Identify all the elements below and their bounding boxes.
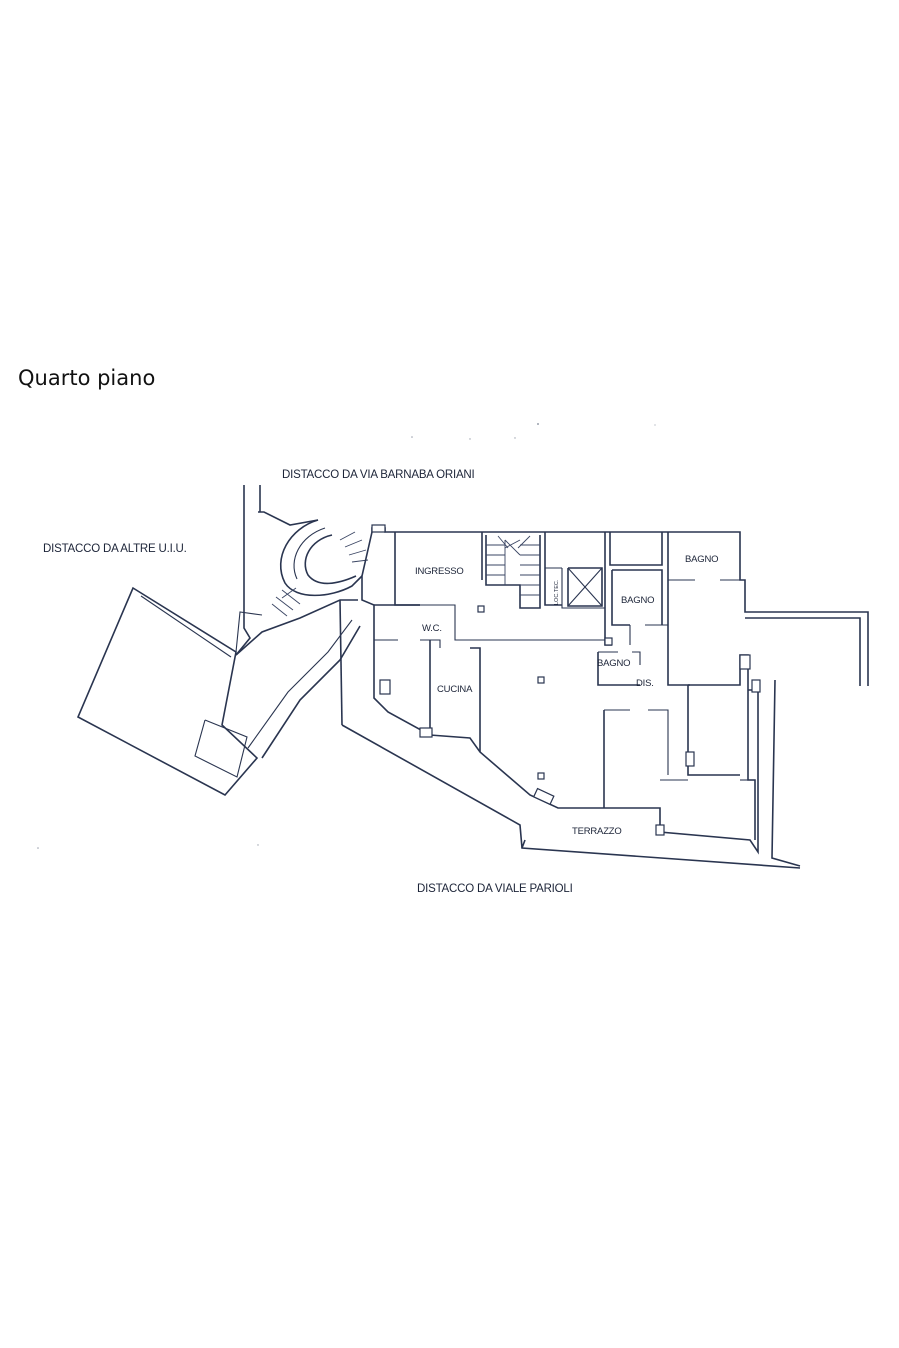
room-label-terrazzo: TERRAZZO [572,826,622,837]
room-label-dis: DIS. [636,678,654,689]
room-label-bagno-small: BAGNO [597,658,630,669]
spiral-stair [271,519,369,617]
room-markers [477,605,545,780]
page-title: Quarto piano [18,366,156,390]
west-wing [76,586,263,797]
edge-label-south: DISTACCO DA VIALE PARIOLI [417,883,573,895]
room-label-loc-tec: LOC.TEC. [554,579,560,605]
room-label-wc: W.C. [422,623,442,634]
edge-label-west: DISTACCO DA ALTRE U.I.U. [43,543,187,555]
room-label-ingresso: INGRESSO [415,566,464,577]
pillars [371,524,761,836]
room-labels: INGRESSO LOC.TEC. BAGNO BAGNO BAGNO W.C.… [415,554,719,837]
edge-labels: DISTACCO DA VIA BARNABA ORIANI DISTACCO … [43,469,573,895]
scan-specks [37,423,656,849]
room-label-bagno-east: BAGNO [685,554,718,565]
connecting-ramp [235,485,361,759]
edge-label-north: DISTACCO DA VIA BARNABA ORIANI [282,469,475,481]
internal-stair [485,535,541,609]
interior-walls [374,532,756,840]
room-label-cucina: CUCINA [437,684,473,695]
room-label-bagno-middle: BAGNO [621,595,654,606]
